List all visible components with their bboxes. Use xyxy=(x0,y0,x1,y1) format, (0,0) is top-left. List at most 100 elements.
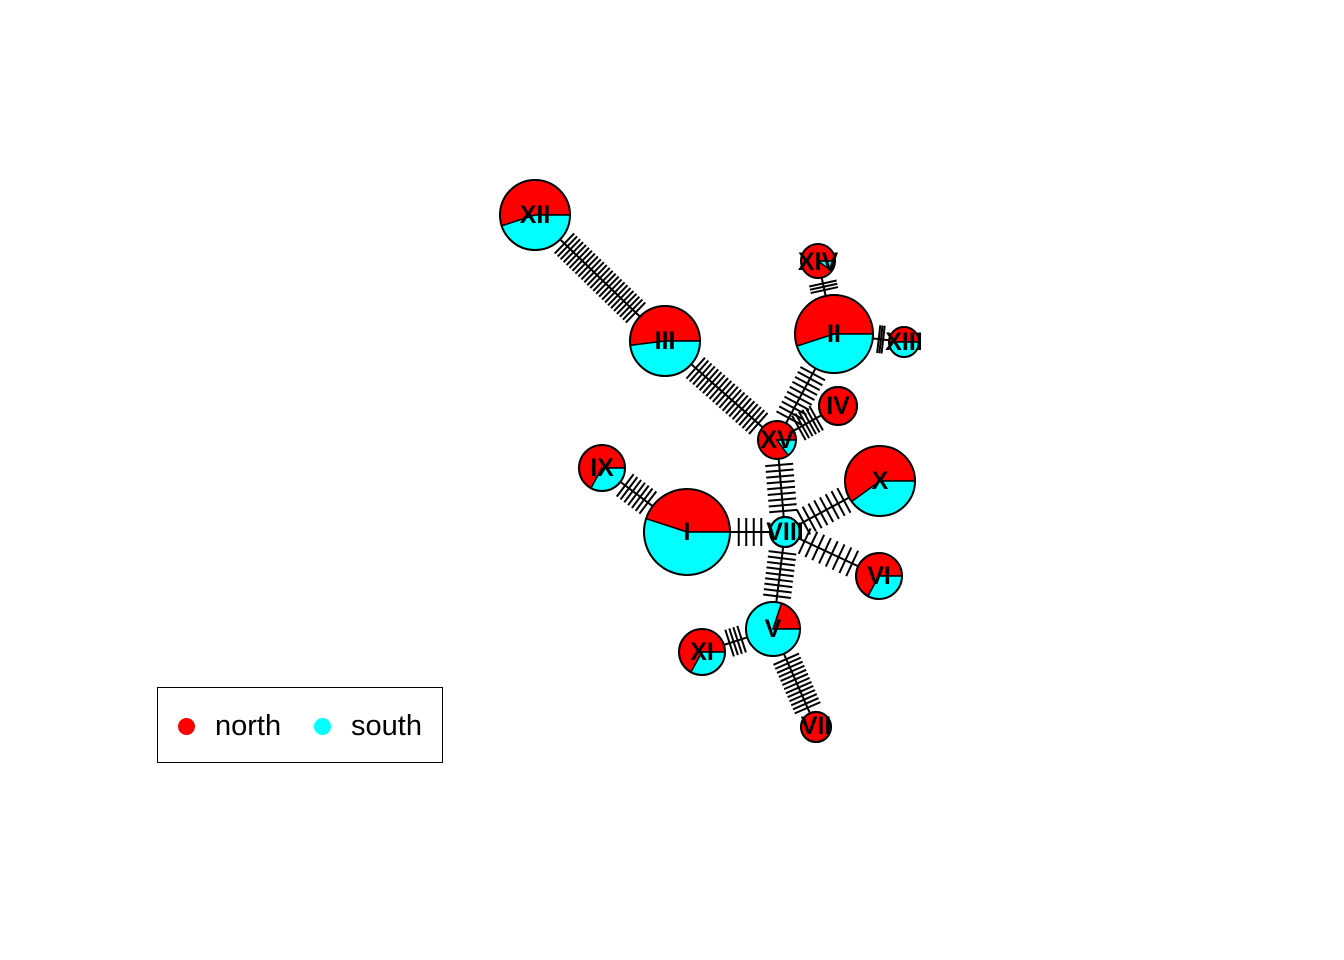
node-label-VII: VII xyxy=(801,712,832,740)
mutation-tick xyxy=(880,325,886,354)
mutation-tick xyxy=(795,509,812,535)
mutation-tick xyxy=(774,656,802,670)
mutation-tick xyxy=(721,389,742,412)
mutation-tick xyxy=(786,390,813,406)
edge-VIII-V xyxy=(763,531,797,630)
node-outline xyxy=(794,294,874,374)
node-III xyxy=(629,305,701,377)
mutation-tick xyxy=(583,261,605,284)
mutation-tick xyxy=(728,394,749,418)
mutation-tick xyxy=(744,409,765,432)
mutation-tick xyxy=(792,697,820,711)
mutation-tick xyxy=(765,577,794,583)
mutation-tick xyxy=(767,485,796,491)
mutation-tick xyxy=(571,250,593,272)
mutation-tick xyxy=(783,395,810,411)
node-outline xyxy=(757,420,797,460)
mutation-tick xyxy=(613,290,635,312)
legend: north south xyxy=(157,687,443,763)
mutation-tick xyxy=(810,286,839,295)
mutation-tick xyxy=(811,534,826,561)
node-label-XV: XV xyxy=(760,426,794,454)
mutation-tick xyxy=(698,368,719,391)
mutation-tick xyxy=(801,506,817,532)
mutation-tick xyxy=(766,480,795,485)
mutation-tick xyxy=(735,400,756,423)
node-outline xyxy=(855,552,903,600)
mutation-tick xyxy=(778,405,805,421)
mutation-tick xyxy=(781,400,807,416)
mutation-tick xyxy=(824,493,840,520)
edge-XII-III xyxy=(534,214,666,342)
mutation-tick xyxy=(845,550,859,577)
mutation-tick xyxy=(705,374,726,397)
mutation-tick xyxy=(798,411,814,437)
mutation-tick xyxy=(789,689,816,703)
node-label-VIII: VIII xyxy=(766,518,804,546)
node-label-V: V xyxy=(765,615,782,643)
node-XV xyxy=(757,420,797,460)
node-label-IV: IV xyxy=(826,392,850,420)
node-outline xyxy=(888,326,920,358)
mutation-tick xyxy=(776,410,802,426)
mutation-tick xyxy=(623,479,642,503)
mutation-tick xyxy=(799,366,826,382)
mutation-tick xyxy=(586,264,608,286)
node-label-XIII: XIII xyxy=(885,328,923,356)
node-label-XII: XII xyxy=(520,201,551,229)
mutation-tick xyxy=(615,473,635,498)
node-outline xyxy=(818,386,858,426)
node-label-I: I xyxy=(684,518,691,546)
mutation-tick xyxy=(627,482,646,506)
legend-swatch-north xyxy=(178,717,195,735)
mutation-tick xyxy=(562,241,584,263)
mutation-tick xyxy=(765,571,794,578)
node-XII xyxy=(499,179,571,251)
mutation-tick xyxy=(794,375,821,391)
node-XIV xyxy=(800,243,836,279)
node-V xyxy=(745,601,801,657)
mutation-tick xyxy=(580,258,602,281)
mutation-tick xyxy=(830,490,846,517)
mutation-tick xyxy=(876,325,882,354)
node-outline xyxy=(678,628,726,676)
mutation-tick xyxy=(805,407,821,433)
mutation-tick xyxy=(712,380,733,403)
network-edges xyxy=(534,214,905,728)
mutation-tick xyxy=(732,626,743,655)
mutation-tick xyxy=(767,491,796,496)
node-IV xyxy=(818,386,858,426)
mutation-tick xyxy=(607,284,629,306)
mutation-tick xyxy=(809,279,837,288)
node-IX xyxy=(578,444,626,492)
mutation-tick xyxy=(769,508,798,514)
node-label-XI: XI xyxy=(690,638,714,666)
mutation-tick xyxy=(728,628,739,656)
mutation-tick xyxy=(702,371,723,394)
mutation-tick xyxy=(592,270,614,292)
node-I xyxy=(643,488,731,576)
legend-swatch-south xyxy=(314,717,331,735)
legend-label-north: north xyxy=(215,709,282,742)
node-outline xyxy=(578,444,626,492)
mutation-tick xyxy=(819,496,835,523)
mutation-tick xyxy=(695,365,716,389)
mutation-tick xyxy=(568,247,590,269)
mutation-tick xyxy=(767,555,796,561)
mutation-tick xyxy=(764,582,793,589)
mutation-tick xyxy=(616,293,638,315)
mutation-tick xyxy=(595,272,617,295)
mutation-tick xyxy=(794,413,810,439)
mutation-tick xyxy=(553,232,575,255)
mutation-tick xyxy=(589,267,611,289)
mutation-tick xyxy=(790,693,818,707)
node-label-VI: VI xyxy=(867,562,891,590)
mutation-tick xyxy=(797,371,823,387)
mutation-tick xyxy=(789,385,815,401)
node-outline xyxy=(643,488,731,576)
mutation-tick xyxy=(741,406,762,429)
mutation-tick xyxy=(685,357,706,380)
mutation-tick xyxy=(765,468,794,473)
mutation-tick xyxy=(748,412,769,435)
